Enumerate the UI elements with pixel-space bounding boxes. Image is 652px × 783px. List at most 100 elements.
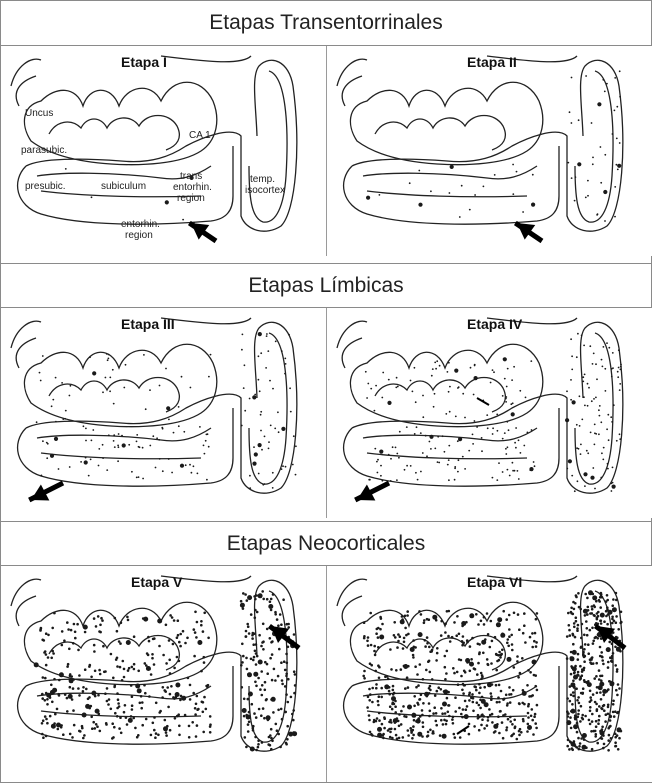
tangle-dot	[162, 470, 164, 472]
tangle-dot	[568, 629, 571, 632]
tangle-dot	[569, 740, 572, 743]
tangle-dot	[77, 649, 80, 652]
tangle-dot	[501, 721, 504, 724]
tangle-dot	[120, 732, 123, 735]
tangle-dot	[293, 633, 296, 636]
tangle-dot	[519, 390, 521, 392]
tangle-dot	[509, 475, 511, 477]
tangle-dot	[461, 185, 463, 187]
tangle-dot	[133, 635, 136, 638]
tangle-dot	[576, 731, 579, 734]
tangle-dot	[507, 368, 509, 370]
tangle-dot	[209, 725, 212, 728]
tangle-dot	[398, 457, 400, 459]
tangle-dot	[53, 678, 56, 681]
tangle-dot	[202, 731, 205, 734]
tangle-dot	[476, 673, 479, 676]
tangle-dot	[522, 211, 524, 213]
tangle-dot	[495, 684, 498, 687]
tangle-dot	[442, 734, 447, 739]
tangle-dot	[573, 626, 576, 629]
tangle-dot	[400, 668, 403, 671]
tangle-dot	[478, 683, 481, 686]
tangle-dot	[285, 693, 288, 696]
tangle-dot	[141, 724, 144, 727]
tangle-dot	[71, 736, 74, 739]
tangle-dot	[116, 715, 119, 718]
tangle-dot	[47, 443, 49, 445]
tangle-dot	[106, 353, 108, 355]
tangle-dot	[608, 734, 611, 737]
tangle-dot	[197, 473, 199, 475]
tangle-dot	[245, 657, 248, 660]
tangle-dot	[617, 647, 620, 650]
tangle-dot	[480, 724, 483, 727]
tangle-dot	[206, 685, 209, 688]
tangle-dot	[117, 698, 120, 701]
tangle-dot	[78, 694, 81, 697]
tangle-dot	[420, 432, 422, 434]
outline-path	[11, 59, 41, 86]
tangle-dot	[287, 701, 290, 704]
tangle-dot	[471, 693, 474, 696]
tangle-dot	[195, 735, 198, 738]
tangle-dot	[253, 632, 256, 635]
tangle-dot	[514, 727, 517, 730]
tangle-dot	[429, 441, 431, 443]
tangle-dot	[63, 639, 66, 642]
outline-path	[16, 338, 36, 368]
tangle-dot	[592, 593, 595, 596]
tangle-dot	[448, 610, 451, 613]
tangle-dot	[580, 705, 583, 708]
tangle-dot	[152, 435, 154, 437]
tangle-dot	[44, 699, 47, 702]
tangle-dot	[412, 713, 415, 716]
tangle-dot	[505, 401, 507, 403]
tangle-dot	[587, 452, 589, 454]
tangle-dot	[62, 418, 64, 420]
tangle-dot	[614, 664, 617, 667]
tangle-dot	[513, 366, 515, 368]
tangle-dot	[535, 641, 538, 644]
tangle-dot	[414, 367, 416, 369]
tangle-dot	[422, 726, 425, 729]
tangle-dot	[587, 606, 590, 609]
tangle-dot	[99, 624, 102, 627]
tangle-dot	[395, 447, 397, 449]
tangle-dot	[377, 459, 379, 461]
tangle-dot	[370, 388, 372, 390]
tangle-dot	[620, 364, 622, 366]
tangle-dot	[41, 693, 44, 696]
tangle-dot	[514, 442, 516, 444]
tangle-dot	[118, 640, 121, 643]
tangle-dot	[185, 464, 187, 466]
tangle-dot	[287, 646, 290, 649]
tangle-dot	[199, 426, 201, 428]
outline-path	[16, 596, 36, 626]
outline-path	[342, 76, 362, 106]
tangle-dot	[388, 686, 391, 689]
tangle-dot	[183, 431, 185, 433]
tangle-dot	[104, 692, 107, 695]
tangle-dot	[378, 719, 381, 722]
tangle-dot	[382, 480, 384, 482]
tangle-dot	[108, 358, 110, 360]
tangle-dot	[607, 463, 609, 465]
tangle-dot	[131, 666, 134, 669]
tangle-dot	[606, 608, 609, 611]
tangle-dot	[502, 737, 505, 740]
tangle-dot	[53, 612, 56, 615]
tangle-dot	[246, 668, 249, 671]
tangle-dot	[65, 168, 67, 170]
tangle-dot	[277, 675, 280, 678]
tangle-dot	[472, 710, 475, 713]
outline-path	[41, 453, 201, 459]
tangle-dot	[572, 695, 575, 698]
tangle-dot	[616, 440, 618, 442]
tangle-dot	[69, 686, 72, 689]
outline-path	[375, 116, 505, 151]
tangle-dot	[395, 387, 397, 389]
tangle-dot	[396, 737, 399, 740]
tangle-dot	[573, 608, 576, 611]
tangle-dot	[454, 696, 457, 699]
